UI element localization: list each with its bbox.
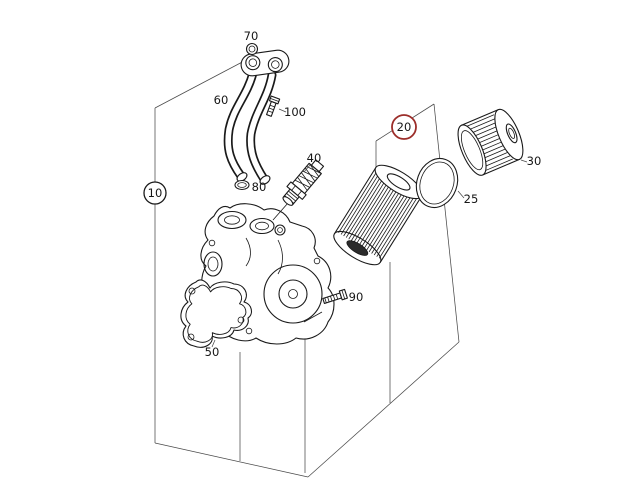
bolt-100 (266, 95, 281, 117)
part-label-70[interactable]: 70 (244, 29, 259, 43)
part-label-40[interactable]: 40 (307, 151, 322, 165)
part-label-20[interactable]: 20 (397, 120, 412, 134)
part-label-25[interactable]: 25 (464, 192, 479, 206)
seal-ring-80 (234, 179, 250, 191)
pipe-assembly (223, 49, 290, 185)
filter-element (333, 164, 423, 266)
callout-20-highlighted[interactable]: 20 (391, 114, 417, 140)
gasket-50 (180, 279, 253, 348)
o-ring-25 (415, 157, 459, 209)
part-label-30[interactable]: 30 (527, 154, 542, 168)
highlight-circle[interactable] (391, 114, 417, 140)
seal-ring-70 (245, 42, 259, 56)
bolt-90 (322, 288, 348, 305)
pipe-flange (240, 49, 290, 77)
callout-10[interactable]: 10 (143, 181, 167, 205)
part-label-80[interactable]: 80 (252, 180, 267, 194)
part-label-90[interactable]: 90 (349, 290, 364, 304)
part-label-50[interactable]: 50 (205, 345, 220, 359)
leader-lines (211, 108, 528, 348)
part-label-10[interactable]: 10 (148, 186, 163, 200)
part-label-100[interactable]: 100 (284, 105, 306, 119)
sensor-40 (272, 159, 325, 221)
part-label-60[interactable]: 60 (214, 93, 229, 107)
filter-cap (457, 108, 524, 176)
